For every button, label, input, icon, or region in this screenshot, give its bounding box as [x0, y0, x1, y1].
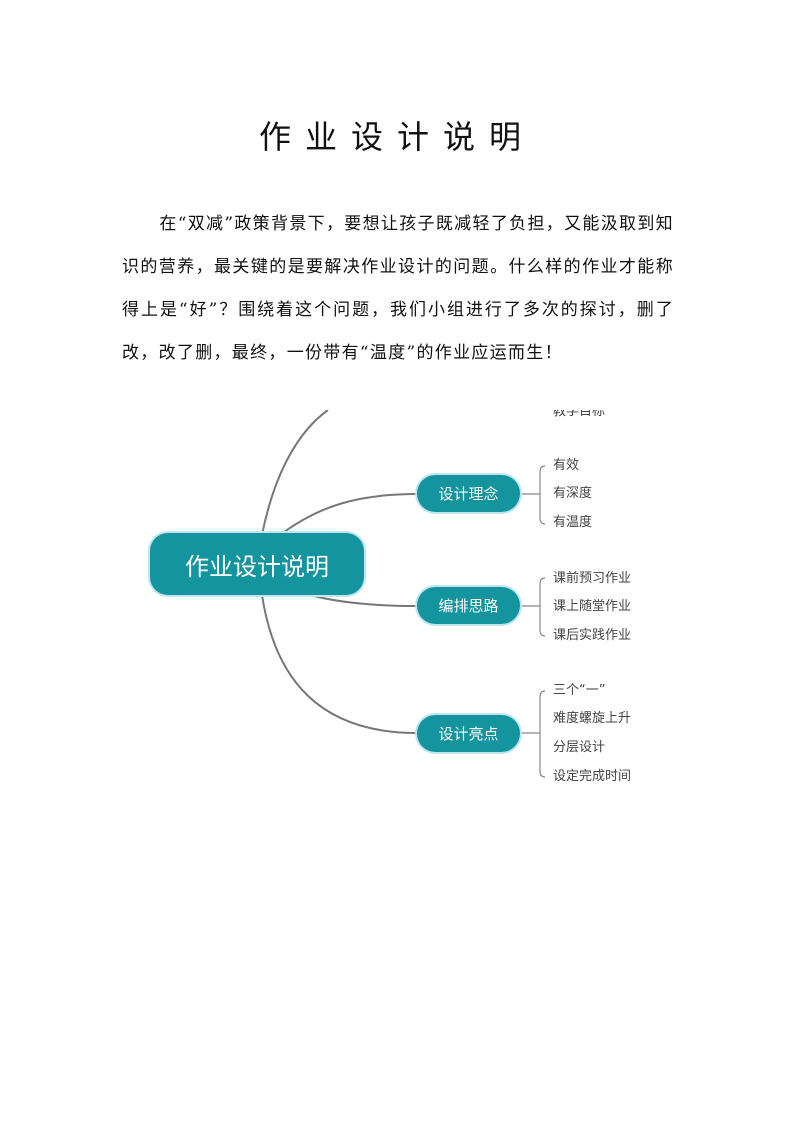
branch-node-design-concept: 设计理念 [417, 475, 520, 512]
connector-branch-2 [309, 594, 418, 607]
leaf: 课前预习作业 [553, 571, 632, 586]
clipped-leaf: 教学目标 [553, 410, 606, 419]
leaf: 三个“一” [553, 683, 606, 698]
mind-map: 教学目标 作业设计说明 设计理念 有效 有深度 有温度 编排思路 课前预习作业 … [0, 410, 794, 800]
leaf: 难度螺旋上升 [553, 711, 632, 726]
connector-branch-3 [261, 594, 418, 734]
leaf: 有温度 [553, 515, 593, 530]
leaf: 有效 [553, 458, 580, 473]
leaf: 课上随堂作业 [553, 599, 632, 614]
leaf: 设定完成时间 [553, 769, 632, 784]
connector-top [261, 410, 329, 536]
mind-map-connectors [261, 410, 546, 778]
leaf: 有深度 [553, 486, 593, 501]
mind-map-center-node: 作业设计说明 [150, 533, 364, 595]
leaf: 课后实践作业 [553, 628, 632, 643]
branch-node-highlights: 设计亮点 [417, 715, 520, 752]
branch-node-arrangement: 编排思路 [417, 587, 520, 624]
leaf: 分层设计 [553, 740, 606, 755]
page-title: 作业设计说明 [258, 118, 535, 156]
connector-branch-1 [279, 493, 418, 536]
intro-paragraph: 在“双减”政策背景下，要想让孩子既减轻了负担，又能汲取到知识的营养，最关键的是要… [122, 214, 674, 363]
